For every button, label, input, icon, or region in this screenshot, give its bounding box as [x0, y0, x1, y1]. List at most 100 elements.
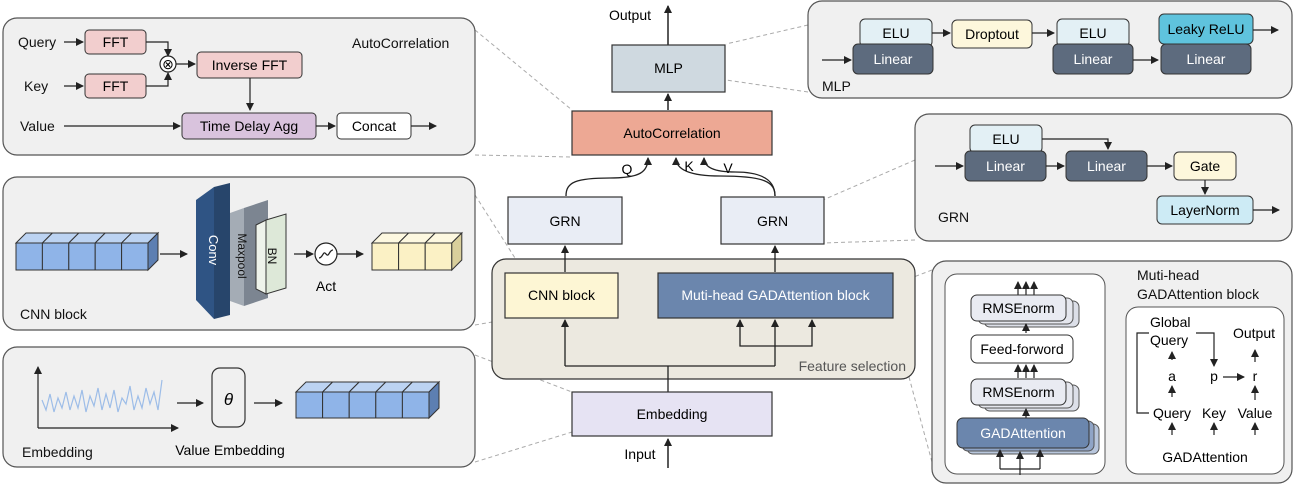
cnn-input-cell: [41, 242, 70, 271]
rmsenorm-box-1: [970, 294, 1067, 322]
a-label: a: [1168, 368, 1176, 384]
output-label: Output: [609, 7, 651, 23]
embedding-output-cell: [375, 391, 403, 419]
conv-label: Conv: [206, 235, 221, 266]
p-label: p: [1210, 368, 1218, 384]
grn-box-right: [720, 196, 825, 245]
autocorrelation-label: AutoCorrelation: [623, 125, 720, 141]
gad-panel: Muti-head GADAttention block RMSEnorm Fe…: [931, 260, 1293, 484]
main-pipeline: Feature selection Output MLP AutoCorrela…: [491, 5, 916, 468]
fft-label-2: FFT: [103, 78, 129, 94]
gad-panel-title-2: GADAttention block: [1137, 286, 1260, 302]
input-sequence-blue: [14, 231, 160, 272]
q-label: Q: [622, 161, 633, 177]
autocorrelation-panel: AutoCorrelation Query FFT Key FFT ⊗ Inve…: [2, 17, 476, 156]
dropout-label: Droptout: [965, 26, 1019, 42]
embedding-output-side: [428, 380, 440, 420]
theta-symbol: θ: [224, 390, 234, 409]
global-query-label: Query: [1150, 332, 1188, 348]
grn-linear-label-1: Linear: [986, 158, 1025, 174]
elu-label-2: ELU: [1079, 25, 1106, 41]
gadattention-detail-panel: [1125, 306, 1285, 475]
conv-layer: [196, 183, 230, 319]
cnn-output-cell: [424, 242, 453, 271]
k-label: K: [684, 158, 694, 174]
gad-block-box: [657, 272, 894, 319]
linear-box-1: [852, 43, 934, 75]
grn-panel-title: GRN: [938, 209, 969, 225]
query-label-inner: Query: [1153, 405, 1191, 421]
cnn-input-cell: [94, 242, 123, 271]
dropout-box: [951, 19, 1033, 49]
v-label: V: [723, 160, 733, 176]
grn-linear-label-2: Linear: [1087, 158, 1126, 174]
fft-label-1: FFT: [103, 34, 129, 50]
leaky-relu-label: Leaky ReLU: [1167, 21, 1244, 37]
embedding-output-cell: [401, 391, 430, 419]
embedding-panel: Embedding θ Value Embedding: [2, 346, 476, 468]
bn-layer: [255, 213, 287, 295]
inverse-fft-label: Inverse FFT: [212, 57, 288, 73]
gadattention-label: GADAttention: [980, 425, 1066, 441]
query-label: Query: [18, 34, 56, 50]
cnn-block-box: [504, 272, 619, 319]
linear-label-2: Linear: [1074, 51, 1113, 67]
embedding-label: Embedding: [637, 406, 708, 422]
mlp-panel: MLP ELU Linear Droptout ELU Linear Leaky…: [807, 0, 1293, 99]
grn-label-right: GRN: [757, 213, 788, 229]
layernorm-label: LayerNorm: [1170, 202, 1239, 218]
feature-selection-label: Feature selection: [799, 358, 906, 374]
embedding-signal-plot: [34, 366, 179, 432]
cnn-panel: CNN block Conv Maxpool BN Act: [2, 176, 476, 331]
cnn-output-cell: [371, 242, 400, 271]
cnn-panel-title: CNN block: [20, 306, 88, 322]
value-label: Value: [20, 118, 55, 134]
linear-box-2: [1052, 43, 1134, 75]
embedding-panel-title: Embedding: [22, 444, 93, 460]
key-label: Key: [24, 78, 48, 94]
autocorrelation-box: [571, 110, 773, 156]
global-label: Global: [1150, 314, 1190, 330]
embedding-output-cell: [348, 391, 377, 419]
cnn-block-label: CNN block: [528, 287, 596, 303]
input-label: Input: [624, 446, 655, 462]
time-delay-agg-label: Time Delay Agg: [200, 118, 298, 134]
feed-forward-label: Feed-forword: [980, 341, 1063, 357]
feed-forward-box: [970, 334, 1074, 364]
bn-label: BN: [265, 248, 279, 265]
value-label-inner: Value: [1238, 405, 1273, 421]
linear-label-1: Linear: [874, 51, 913, 67]
output-sequence-yellow: [370, 231, 464, 272]
mlp-label: MLP: [654, 60, 683, 76]
grn-label-left: GRN: [549, 213, 580, 229]
concat-label: Concat: [352, 118, 396, 134]
mlp-box: [611, 44, 726, 93]
gad-panel-title-1: Muti-head: [1137, 267, 1199, 283]
theta-box: [211, 367, 246, 428]
output-label-inner: Output: [1233, 325, 1275, 341]
rmsenorm-label-2: RMSEnorm: [982, 384, 1054, 400]
grn-box-left: [507, 196, 623, 245]
embedding-box: [571, 391, 773, 437]
cnn-input-cell: [121, 242, 149, 271]
gadattention-box: [956, 417, 1090, 449]
cnn-output-side: [451, 231, 463, 272]
elu-label-1: ELU: [882, 25, 909, 41]
cnn-input-side: [147, 231, 159, 272]
gad-block-label: Muti-head GADAttention block: [681, 287, 870, 303]
rmsenorm-label-1: RMSEnorm: [982, 300, 1054, 316]
multiply-symbol: ⊗: [162, 56, 174, 72]
grn-panel: GRN ELU Linear Linear Gate LayerNorm: [914, 113, 1293, 242]
gadattention-inner-title: GADAttention: [1162, 449, 1248, 465]
cnn-output-cell: [398, 242, 426, 271]
embedded-sequence-blue: [294, 380, 441, 420]
act-label: Act: [316, 278, 336, 294]
linear-box-3: [1160, 43, 1252, 75]
maxpool-label: Maxpool: [235, 233, 249, 278]
rmsenorm-box-2: [970, 378, 1067, 406]
embedding-output-cell: [322, 391, 350, 419]
autocorr-panel-title: AutoCorrelation: [352, 35, 449, 51]
cnn-input-cell: [15, 242, 43, 271]
